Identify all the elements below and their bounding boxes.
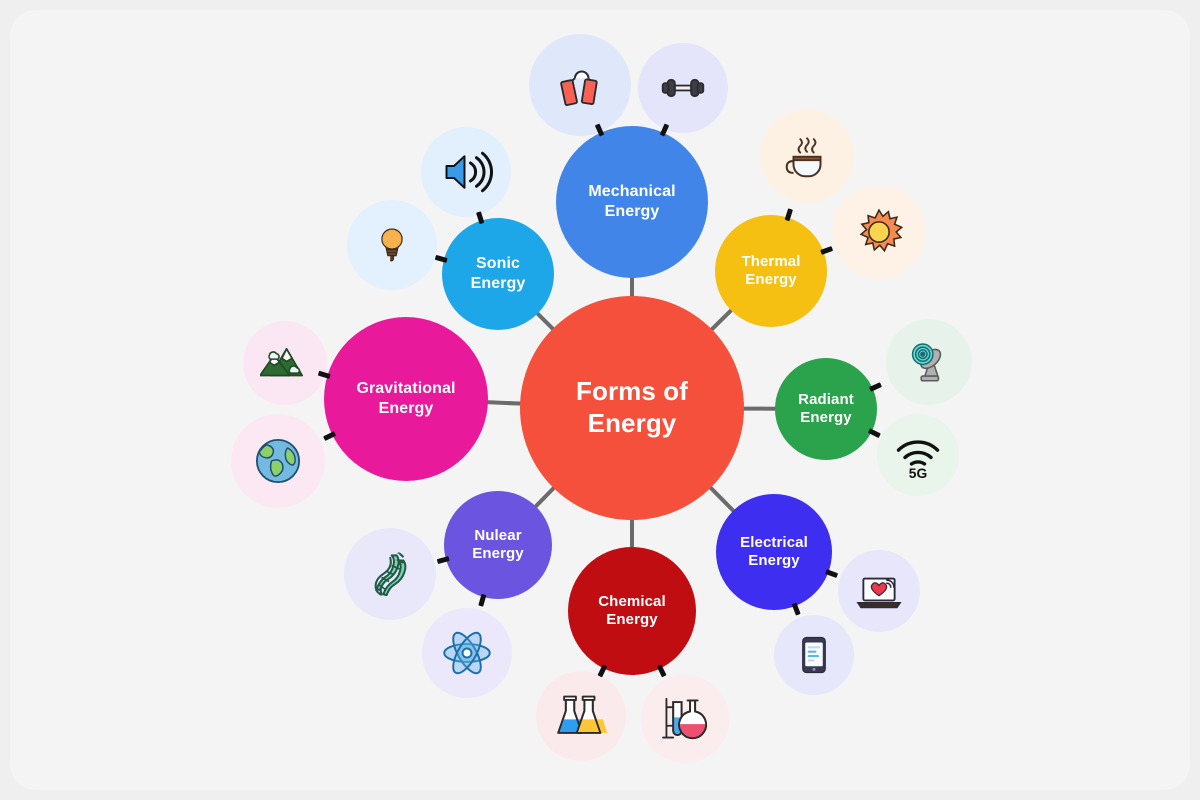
center-label-line1: Forms of [575, 376, 689, 407]
branch-label-line2-sonic: Energy [470, 275, 526, 292]
branch-label-line2-thermal: Energy [745, 271, 797, 288]
icon-bubble-electrical-0 [838, 550, 920, 632]
icon-bubble-chemical-1 [641, 675, 729, 763]
atom-icon [441, 627, 493, 679]
icon-bubble-radiant-0 [886, 319, 972, 405]
branch-label-line2-nuclear: Energy [472, 545, 524, 562]
branch-label-line1-sonic: Sonic [475, 255, 521, 273]
speaker-volume-icon [439, 148, 493, 196]
icon-bubble-thermal-0 [760, 109, 854, 203]
icon-bubble-mechanical-1 [638, 43, 728, 133]
earth-globe-icon [252, 435, 304, 487]
branch-label-line1-radiant: Radiant [798, 390, 854, 408]
connector-line-nuclear [532, 484, 558, 510]
connector-line-thermal [708, 306, 735, 333]
branch-label-line1-gravitational: Gravitational [356, 380, 456, 398]
icon-bubble-sonic-1 [347, 200, 437, 290]
branch-label-line1-thermal: Thermal [741, 252, 801, 270]
dumbbell-icon [657, 62, 709, 114]
light-bulb-icon [373, 219, 411, 271]
svg-text:5G: 5G [909, 465, 927, 481]
icon-bubble-nuclear-0 [344, 528, 436, 620]
test-tube-flask-icon [658, 692, 712, 746]
branch-label-line2-chemical: Energy [606, 611, 658, 628]
branch-label-line1-nuclear: Nulear [474, 526, 522, 544]
icon-bubble-gravitational-1 [231, 414, 325, 508]
branch-label-line2-gravitational: Energy [378, 400, 434, 417]
mountains-icon [260, 338, 310, 388]
branch-label-line1-electrical: Electrical [740, 533, 808, 551]
5g-signal-icon: 5G [892, 429, 944, 481]
connector-line-electrical [707, 484, 737, 515]
center-label-line2: Energy [587, 408, 677, 438]
coffee-cup-icon [780, 129, 834, 183]
icon-bubble-electrical-1 [774, 615, 854, 695]
icon-bubble-thermal-1 [832, 185, 926, 279]
branch-label-line1-mechanical: Mechanical [588, 183, 676, 201]
hand-grip-icon [553, 58, 607, 112]
erlenmeyer-flasks-icon [554, 689, 608, 743]
connector-line-sonic [534, 310, 557, 333]
icon-bubble-mechanical-0 [529, 34, 631, 136]
laptop-heart-icon [854, 566, 904, 616]
icon-bubble-nuclear-1 [422, 608, 512, 698]
smartphone-icon [794, 629, 834, 681]
branch-label-line2-mechanical: Energy [604, 203, 660, 220]
icon-bubble-sonic-0 [421, 127, 511, 217]
branch-label-line2-radiant: Energy [800, 409, 852, 426]
satellite-dish-icon [904, 337, 954, 387]
branch-label-line2-electrical: Energy [748, 552, 800, 569]
icon-bubble-radiant-1: 5G [877, 414, 959, 496]
icon-bubble-gravitational-0 [243, 321, 327, 405]
branch-label-line1-chemical: Chemical [598, 592, 666, 610]
connector-line-gravitational [483, 400, 525, 406]
icon-bubble-chemical-0 [536, 671, 626, 761]
dna-helix-icon [363, 547, 417, 601]
sun-icon [854, 207, 904, 257]
